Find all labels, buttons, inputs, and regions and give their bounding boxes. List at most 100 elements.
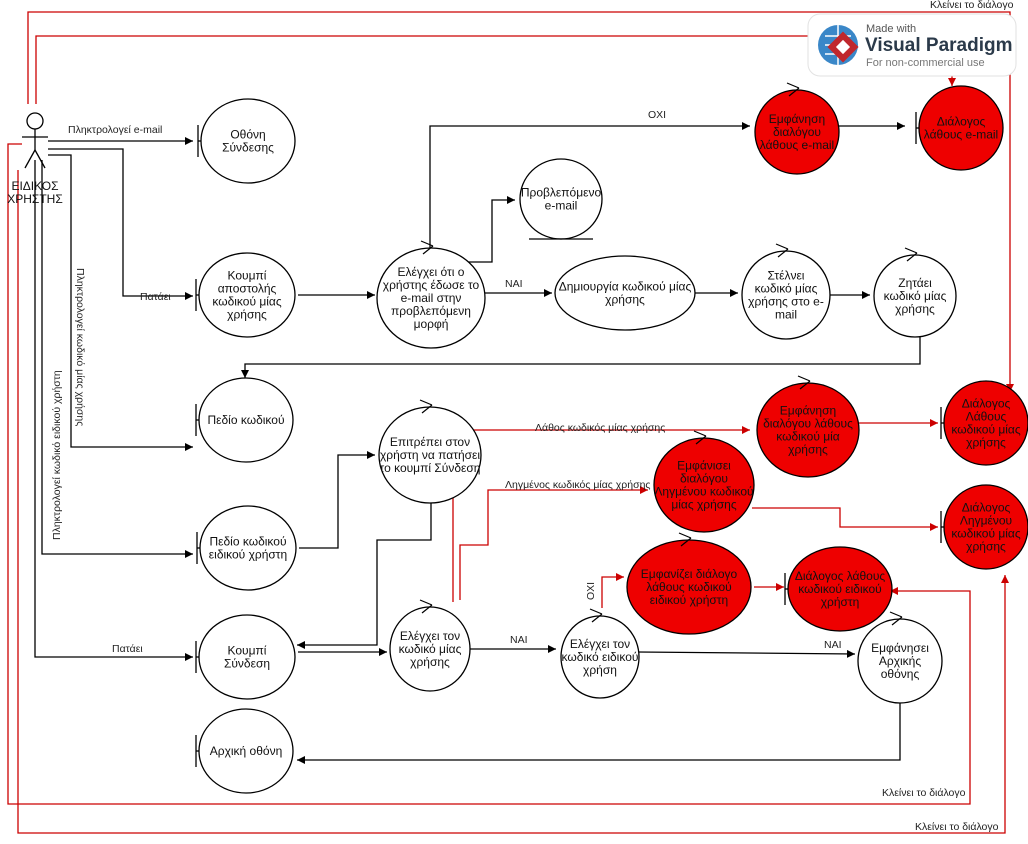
label-types-otp: Πληκτρολογεί κωδικό μίας χρήσης bbox=[74, 268, 86, 426]
edge-expired-otp bbox=[459, 486, 648, 600]
show-otp-error-label-1: Εμφάνηση bbox=[780, 404, 836, 418]
check-email-label-1: Ελέγχει ότι ο bbox=[398, 265, 465, 279]
label-yes-generate: ΝΑΙ bbox=[505, 278, 523, 290]
visual-paradigm-watermark: Made with Visual Paradigm For non-commer… bbox=[807, 13, 1017, 77]
label-types-email: Πληκτρολογεί e-mail bbox=[68, 124, 162, 136]
otp-generation-label-1: Δημιουργία κωδικού μίας bbox=[559, 280, 692, 294]
watermark-line1: Made with bbox=[866, 23, 916, 35]
send-code-label-2: κωδικό μίας bbox=[755, 282, 818, 296]
edge-close-bottom-inner bbox=[7, 143, 971, 805]
ask-code-label-1: Ζητάει bbox=[898, 276, 932, 290]
otp-expired-dialog-label-2: Ληγμένου bbox=[960, 514, 1012, 528]
special-code-field-label-1: Πεδίο κωδικού bbox=[209, 535, 286, 549]
allow-login-label-2: χρήστη να πατήσει bbox=[380, 448, 480, 462]
login-screen-label-1: Οθόνη bbox=[230, 128, 265, 142]
email-error-dialog-label-2: λάθους e-mail bbox=[924, 128, 998, 142]
control-arrow-head bbox=[419, 599, 433, 606]
otp-expired-dialog-label-4: χρήσης bbox=[966, 540, 1006, 554]
label-expired-otp: Ληγμένος κωδικός μίας χρήσης bbox=[505, 479, 650, 491]
edge-field-to-allow bbox=[299, 451, 375, 549]
send-code-button-label-2: αποστολής bbox=[218, 282, 277, 296]
edge-types-otp bbox=[48, 154, 193, 451]
show-email-error-label-2: διαλόγου bbox=[773, 125, 821, 139]
edge-no-special bbox=[601, 573, 624, 608]
control-arrow bbox=[695, 435, 707, 445]
otp-expired-dialog-label-1: Διάλογος bbox=[962, 501, 1011, 515]
otp-expired-dialog-label-3: κωδικού μίας bbox=[951, 527, 1021, 541]
label-closes-dialog-mid: Κλείνει το διάλογο bbox=[882, 787, 966, 799]
send-code-label-4: mail bbox=[775, 308, 797, 322]
login-button-label-2: Σύνδεση bbox=[224, 657, 270, 671]
show-email-error-label-1: Εμφάνηση bbox=[769, 112, 825, 126]
check-special-label-2: κωδικό ειδικού bbox=[562, 650, 639, 664]
otp-error-dialog-label-2: Λάθους bbox=[966, 410, 1007, 424]
control-arrow bbox=[799, 380, 811, 390]
label-yes-special: ΝΑΙ bbox=[510, 634, 528, 646]
check-otp-label-1: Ελέγχει τον bbox=[400, 629, 460, 643]
control-arrow-head bbox=[420, 240, 434, 247]
actor-special-user: ΕΙΔΙΚΟΣ ΧΡΗΣΤΗΣ bbox=[7, 112, 63, 206]
label-no-email: ΟΧΙ bbox=[648, 109, 666, 121]
login-screen-label-2: Σύνδεσης bbox=[222, 141, 274, 155]
special-error-dialog-label-3: χρήστη bbox=[821, 595, 860, 609]
visual-paradigm-logo-icon bbox=[818, 25, 859, 65]
show-otp-error-label-2: διαλόγου λάθους bbox=[763, 417, 853, 431]
control-arrow-head bbox=[775, 243, 789, 250]
actor-name-line2: ΧΡΗΣΤΗΣ bbox=[7, 192, 63, 206]
edge-close-bottom-outer bbox=[17, 170, 1009, 834]
control-arrow bbox=[421, 604, 433, 614]
black-connectors bbox=[34, 122, 921, 764]
control-arrow-head bbox=[797, 375, 811, 382]
check-email-label-3: e-mail στην bbox=[401, 291, 462, 305]
edge-home-to-screen bbox=[297, 702, 901, 764]
otp-error-dialog-label-3: κωδικού μίας bbox=[951, 423, 1021, 437]
control-arrow bbox=[788, 87, 800, 97]
control-arrow-head bbox=[678, 532, 692, 539]
send-code-label-1: Στέλνει bbox=[768, 269, 805, 283]
edge-no-email bbox=[429, 122, 750, 248]
label-types-special: Πληκτρολογεί κωδικό ειδικού χρήστη bbox=[51, 370, 63, 540]
otp-error-dialog-label-4: χρήσης bbox=[966, 436, 1006, 450]
show-email-error-label-3: λάθους e-mail bbox=[760, 138, 834, 152]
edge-close-top-outer bbox=[27, 11, 1014, 392]
control-arrow bbox=[906, 252, 918, 262]
send-code-button-label-3: κωδικού μίας bbox=[212, 295, 282, 309]
control-arrow bbox=[591, 613, 603, 623]
label-wrong-otp: Λάθος κωδικός μίας χρήσης bbox=[535, 422, 665, 434]
actor-name-line1: ΕΙΔΙΚΟΣ bbox=[11, 179, 58, 193]
control-arrow bbox=[422, 245, 434, 255]
otp-generation-label-2: χρήσης bbox=[605, 293, 645, 307]
control-arrow bbox=[680, 537, 692, 547]
label-no-special: ΟΧΙ bbox=[585, 582, 597, 600]
label-presses-send: Πατάει bbox=[140, 291, 171, 303]
code-field-label-1: Πεδίο κωδικού bbox=[207, 413, 284, 427]
ask-code-label-2: κωδικό μίας bbox=[884, 289, 947, 303]
code-field-node: Πεδίο κωδικού bbox=[195, 377, 294, 463]
control-arrow-head bbox=[419, 399, 433, 406]
home-screen-label-1: Αρχική οθόνη bbox=[210, 744, 283, 758]
watermark-box bbox=[807, 13, 1017, 77]
check-special-label-1: Ελέγχει τον bbox=[570, 637, 630, 651]
home-screen-node: Αρχική οθόνη bbox=[195, 708, 294, 794]
special-code-field-label-2: ειδικού χρήστη bbox=[209, 548, 287, 562]
allow-login-label-3: το κουμπί Σύνδεση bbox=[380, 461, 481, 475]
login-button-label-1: Κουμπί bbox=[228, 644, 267, 658]
control-arrow-head bbox=[693, 430, 707, 437]
show-otp-expired-label-4: μίας χρήσης bbox=[671, 498, 737, 512]
expected-email-label-2: e-mail bbox=[545, 199, 578, 213]
edge-to-expected-email bbox=[466, 196, 515, 263]
